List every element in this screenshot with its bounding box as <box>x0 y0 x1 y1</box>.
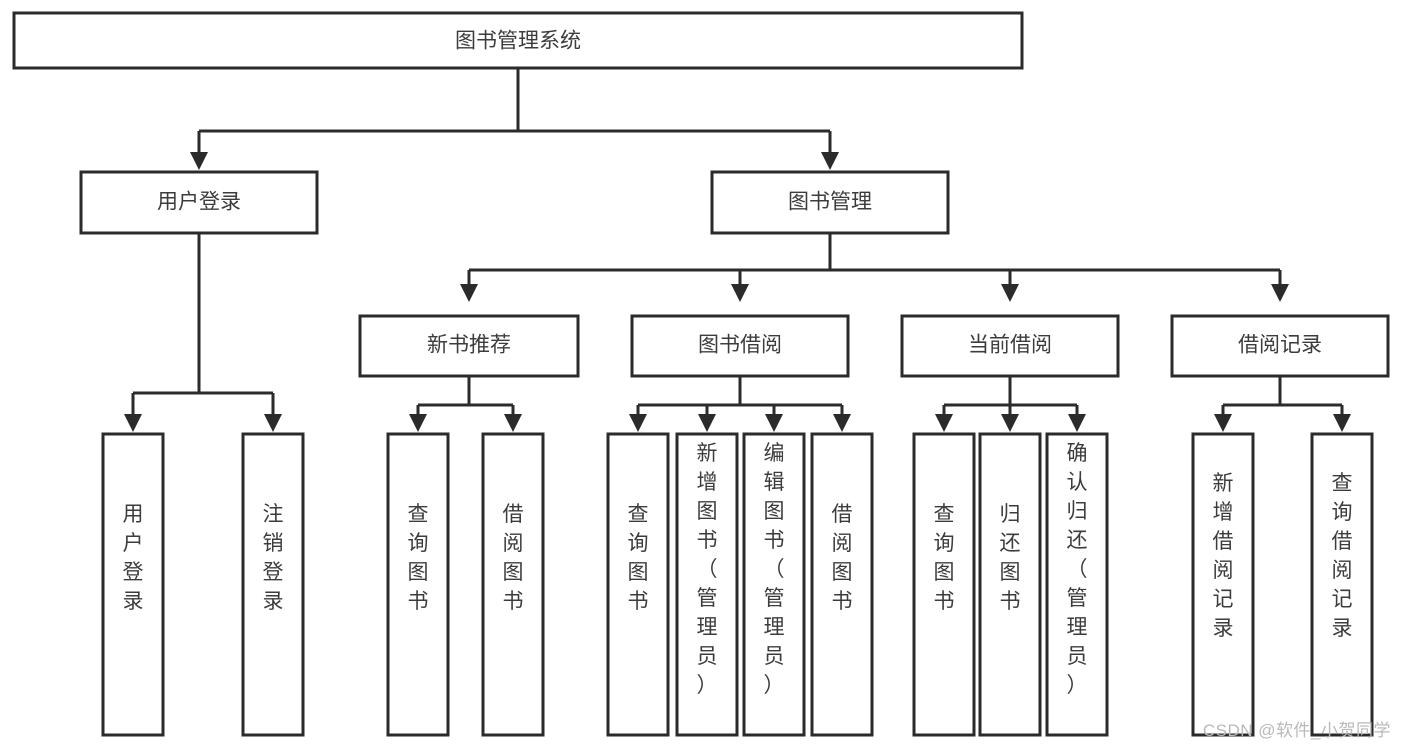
leaf-logout-label: 注销登录 <box>263 503 284 613</box>
node-user-login[interactable]: 用户登录 <box>79 170 319 235</box>
leaf-confirm-return-admin[interactable]: 确认归还（管理员） <box>1045 432 1109 737</box>
leaf-return-book[interactable]: 归还图书 <box>978 432 1042 737</box>
leaf-borrow-book-rec[interactable]: 借阅图书 <box>481 432 545 737</box>
leaf-borrow-book-rec-label: 借阅图书 <box>503 503 524 613</box>
node-book-borrow-box <box>630 314 850 378</box>
node-root-system[interactable]: 图书管理系统 <box>12 11 1024 70</box>
leaf-query-book-borrow[interactable]: 查询图书 <box>606 432 670 737</box>
node-book-borrow[interactable]: 图书借阅 <box>630 314 850 378</box>
leaf-return-book-box <box>978 432 1042 737</box>
leaf-user-login-label: 用户登录 <box>123 503 144 613</box>
connector-borrow-record-to-leaves <box>1221 376 1344 414</box>
leaf-borrow-book-borrow[interactable]: 借阅图书 <box>810 432 874 737</box>
arrow-to-leaf-confirm-return <box>1068 414 1086 432</box>
node-current-borrow-box <box>900 314 1120 378</box>
arrow-to-book-manage <box>821 152 839 170</box>
leaf-query-borrow-record-label: 查询借阅记录 <box>1332 472 1353 640</box>
leaf-logout-box <box>241 432 305 737</box>
leaf-query-book-current-label: 查询图书 <box>934 503 955 613</box>
node-borrow-record-box <box>1170 314 1390 378</box>
leaf-edit-book-admin-box <box>742 432 806 737</box>
leaf-confirm-return-admin-box <box>1045 432 1109 737</box>
leaf-user-login[interactable]: 用户登录 <box>101 432 165 737</box>
leaf-query-book-borrow-box <box>606 432 670 737</box>
leaf-add-book-admin[interactable]: 新增图书（管理员） <box>675 432 739 737</box>
node-user-login-box <box>79 170 319 235</box>
connector-root-to-level2 <box>197 68 832 152</box>
arrow-to-leaf-query-book-3 <box>935 414 953 432</box>
node-root-system-box <box>12 11 1024 70</box>
leaf-add-book-admin-label: 新增图书（管理员） <box>697 442 718 697</box>
node-book-manage-label: 图书管理 <box>788 191 872 214</box>
node-borrow-record-label: 借阅记录 <box>1238 334 1322 357</box>
leaf-confirm-return-admin-label: 确认归还（管理员） <box>1067 442 1088 697</box>
leaf-borrow-book-borrow-box <box>810 432 874 737</box>
arrow-to-user-login <box>190 152 208 170</box>
node-new-book-recommend-label: 新书推荐 <box>427 334 511 357</box>
leaf-query-book-rec-label: 查询图书 <box>408 503 429 613</box>
node-current-borrow[interactable]: 当前借阅 <box>900 314 1120 378</box>
arrow-to-leaf-borrow-book-1 <box>504 414 522 432</box>
arrow-to-leaf-return-book <box>1001 414 1019 432</box>
node-user-login-label: 用户登录 <box>157 191 241 214</box>
node-book-borrow-label: 图书借阅 <box>698 334 782 357</box>
leaf-query-borrow-record-box <box>1310 432 1374 737</box>
connector-current-borrow-to-leaves <box>942 376 1079 414</box>
arrow-to-leaf-add-book <box>698 414 716 432</box>
leaf-add-borrow-record[interactable]: 新增借阅记录 <box>1191 432 1255 737</box>
node-book-manage[interactable]: 图书管理 <box>710 170 950 235</box>
arrow-to-leaf-query-book-1 <box>409 414 427 432</box>
connector-layer <box>124 68 1351 432</box>
arrow-to-leaf-user-login <box>124 414 142 432</box>
arrow-to-leaf-query-book-2 <box>629 414 647 432</box>
arrow-to-leaf-borrow-book-2 <box>833 414 851 432</box>
leaf-logout[interactable]: 注销登录 <box>241 432 305 737</box>
leaf-edit-book-admin-label: 编辑图书（管理员） <box>764 442 785 697</box>
leaf-query-book-current[interactable]: 查询图书 <box>912 432 976 737</box>
arrow-to-borrow-record <box>1271 284 1289 302</box>
leaf-edit-book-admin[interactable]: 编辑图书（管理员） <box>742 432 806 737</box>
leaf-add-book-admin-box <box>675 432 739 737</box>
leaf-user-login-box <box>101 432 165 737</box>
connector-book-borrow-to-leaves <box>636 376 844 414</box>
node-book-manage-box <box>710 170 950 235</box>
arrow-to-leaf-edit-book <box>765 414 783 432</box>
arrow-to-new-book-rec <box>460 284 478 302</box>
arrow-to-leaf-query-record <box>1333 414 1351 432</box>
connector-book-manage-to-level3 <box>467 233 1282 284</box>
leaf-query-borrow-record[interactable]: 查询借阅记录 <box>1310 432 1374 737</box>
leaf-query-book-rec[interactable]: 查询图书 <box>386 432 450 737</box>
node-new-book-recommend[interactable]: 新书推荐 <box>358 314 580 378</box>
leaf-borrow-book-borrow-label: 借阅图书 <box>832 503 853 613</box>
arrow-to-current-borrow <box>1001 284 1019 302</box>
leaf-add-borrow-record-box <box>1191 432 1255 737</box>
leaf-add-borrow-record-label: 新增借阅记录 <box>1213 472 1234 640</box>
node-new-book-recommend-box <box>358 314 580 378</box>
connector-new-book-to-leaves <box>416 376 515 414</box>
leaf-borrow-book-rec-box <box>481 432 545 737</box>
leaf-query-book-rec-box <box>386 432 450 737</box>
leaf-return-book-label: 归还图书 <box>1000 503 1021 613</box>
leaf-query-book-borrow-label: 查询图书 <box>628 503 649 613</box>
node-current-borrow-label: 当前借阅 <box>968 334 1052 357</box>
node-borrow-record[interactable]: 借阅记录 <box>1170 314 1390 378</box>
node-root-system-label: 图书管理系统 <box>455 30 581 53</box>
leaf-query-book-current-box <box>912 432 976 737</box>
arrow-to-leaf-logout <box>264 414 282 432</box>
arrow-to-leaf-add-record <box>1214 414 1232 432</box>
arrow-to-book-borrow <box>731 284 749 302</box>
connector-user-login-to-leaves <box>131 233 275 414</box>
